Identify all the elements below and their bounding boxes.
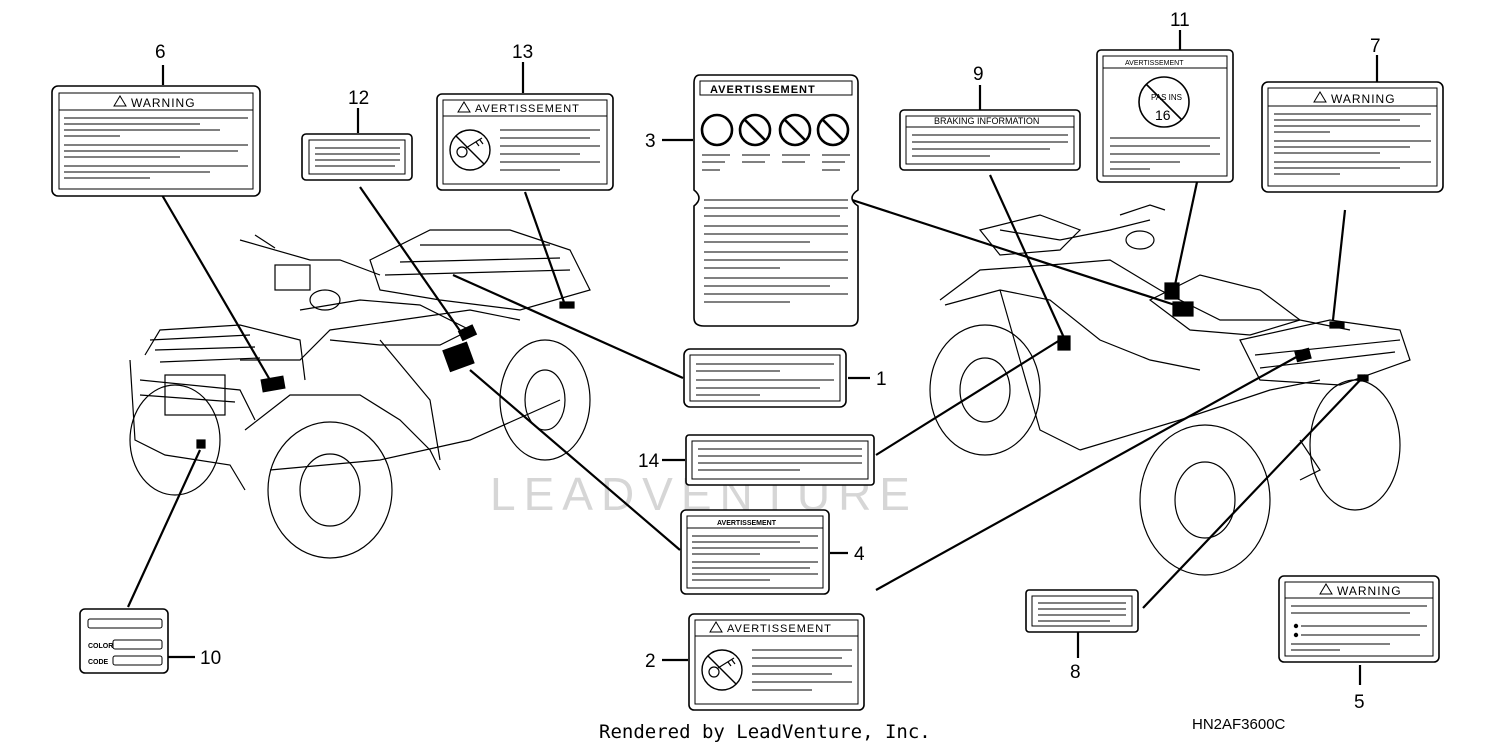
callout-4: 4 [854,544,865,565]
right-atv-rear-wheel-far [1309,379,1401,511]
right-atv-illustration [929,204,1411,576]
right-atv-front-wheel [929,324,1041,456]
callout-6: 6 [155,42,166,63]
left-atv-rear-wheel [499,339,591,461]
left-atv-illustration [129,229,591,559]
left-atv-front-wheel-left [129,384,221,496]
callout-1: 1 [876,369,887,390]
key-prohibited-icon [449,129,491,171]
callout-5: 5 [1354,692,1365,713]
callout-2: 2 [645,651,656,672]
label-5-heading: WARNING [1337,584,1402,598]
label-9-braking: BRAKING INFORMATION [899,109,1081,171]
callout-9: 9 [973,64,984,85]
label-9-heading: BRAKING INFORMATION [934,116,1039,126]
footer-credit: Rendered by LeadVenture, Inc. [599,721,931,743]
label-7-heading: WARNING [1331,92,1396,106]
label-4-heading: AVERTISSEMENT [717,520,777,527]
leader-lines [127,30,1379,685]
callout-7: 7 [1370,36,1381,57]
label-11-heading: AVERTISSEMENT [1125,60,1184,67]
label-3-avertissement: AVERTISSEMENT [693,74,859,327]
callout-12: 12 [348,88,369,109]
label-2-avertissement: AVERTISSEMENT [688,613,865,711]
label-8 [1025,589,1139,633]
callout-13: 13 [512,42,533,63]
label-10-color-code: COLOR CODE [79,608,169,674]
label-10-code: CODE [88,659,109,666]
label-4-avertissement: AVERTISSEMENT [680,509,830,595]
callout-14: 14 [638,451,660,472]
label-7-warning: WARNING [1261,81,1444,193]
label-13-avertissement: AVERTISSEMENT [436,93,614,191]
no-under-16-icon: PAS INS 16 [1138,76,1190,128]
label-3-heading: AVERTISSEMENT [710,84,816,96]
label-6-warning: WARNING [51,85,261,197]
label-10-color: COLOR [88,643,113,650]
label-6-heading: WARNING [131,96,196,110]
label-5-warning: WARNING [1278,575,1440,663]
diagram-code: HN2AF3600C [1192,716,1286,733]
key-prohibited-icon [701,649,743,691]
right-atv-rear-wheel [1139,424,1271,576]
prohibition-icons [700,113,850,147]
label-1 [683,348,847,408]
callout-3: 3 [645,131,656,152]
label-11-avertissement: AVERTISSEMENT PAS INS 16 [1096,49,1234,183]
no-riders-text: PAS INS [1151,93,1182,102]
label-12 [301,133,413,181]
callout-10: 10 [200,648,221,669]
label-2-heading: AVERTISSEMENT [727,623,832,635]
callout-numbers: 6 12 13 3 1 14 4 2 9 11 7 8 5 10 [155,10,1381,713]
label-13-heading: AVERTISSEMENT [475,103,580,115]
label-14 [685,434,875,486]
age-text: 16 [1155,107,1171,123]
callout-11: 11 [1170,10,1190,31]
left-atv-front-wheel [267,421,393,559]
callout-8: 8 [1070,662,1081,683]
